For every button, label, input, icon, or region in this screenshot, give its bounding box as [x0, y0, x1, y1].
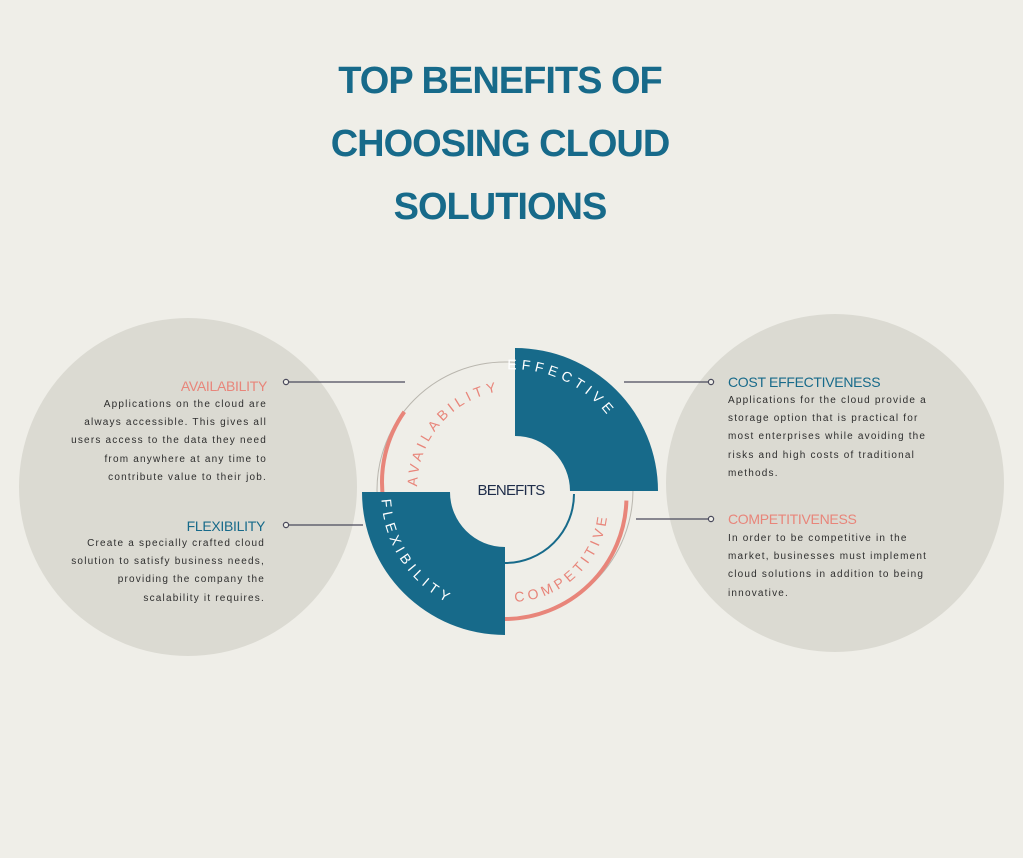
availability-heading: AVAILABILITY [180, 378, 267, 394]
availability-description: Applications on the cloud are always acc… [27, 396, 267, 487]
cost-effectiveness-line: methods. [728, 467, 779, 479]
availability-segment-label: AVAILABILITY [404, 378, 501, 487]
availability-line: contribute value to their job. [108, 471, 267, 483]
effective-segment [515, 348, 658, 491]
flexibility-heading: FLEXIBILITY [186, 518, 266, 534]
competitiveness-block: COMPETITIVENESS In order to be competiti… [728, 510, 988, 603]
availability-connector-dot [282, 378, 290, 386]
cost-effectiveness-line: Applications for the cloud provide a [728, 395, 927, 406]
competitiveness-heading: COMPETITIVENESS [728, 511, 857, 527]
flexibility-segment [362, 492, 505, 635]
cost-effectiveness-line: most enterprises while avoiding the [728, 431, 927, 443]
competitiveness-accent-arc [504, 500, 629, 621]
competitiveness-connector-dot [707, 515, 715, 523]
wheel-inner-arc [504, 493, 575, 564]
availability-line: always accessible. This gives all [84, 417, 267, 429]
flexibility-block: FLEXIBILITY Create a specially crafted c… [25, 517, 265, 608]
availability-accent-arc [380, 410, 406, 501]
availability-line: from anywhere at any time to [104, 453, 267, 465]
title-line-2: CHOOSING CLOUD [330, 123, 671, 165]
availability-line: Applications on the cloud are [103, 399, 267, 410]
competitiveness-line: In order to be competitive in the [728, 533, 908, 544]
competitiveness-description: In order to be competitive in the market… [728, 530, 988, 603]
title-line-1: TOP BENEFITS OF [338, 60, 663, 102]
flexibility-connector-dot [282, 521, 290, 529]
cost-effectiveness-description: Applications for the cloud provide a sto… [728, 392, 988, 483]
page-title: TOP BENEFITS OF CHOOSING CLOUD SOLUTIONS [0, 50, 1000, 239]
flexibility-description: Create a specially crafted cloud solutio… [25, 535, 265, 608]
flexibility-line: solution to satisfy business needs, [71, 556, 265, 568]
cost-effectiveness-heading: COST EFFECTIVENESS [728, 374, 881, 390]
competitiveness-line: cloud solutions in addition to being [728, 569, 925, 581]
competitiveness-line: innovative. [728, 587, 790, 599]
cost-effectiveness-line: storage option that is practical for [728, 413, 919, 425]
availability-line: users access to the data they need [71, 435, 267, 447]
availability-segment-label-path: AVAILABILITY [404, 378, 497, 487]
title-line-3: SOLUTIONS [393, 186, 608, 228]
right-background-circle [666, 314, 1004, 652]
flexibility-line: providing the company the [117, 574, 265, 586]
flexibility-line: scalability it requires. [143, 592, 265, 604]
availability-block: AVAILABILITY Applications on the cloud a… [27, 377, 267, 487]
cost-effectiveness-connector-dot [707, 378, 715, 386]
left-background-circle [19, 318, 357, 656]
competitiveness-line: market, businesses must implement [728, 551, 928, 563]
cost-effectiveness-block: COST EFFECTIVENESS Applications for the … [728, 373, 988, 483]
flexibility-line: Create a specially crafted cloud [87, 538, 265, 549]
cost-effectiveness-line: risks and high costs of traditional [728, 449, 916, 461]
center-benefits-label: BENEFITS [478, 482, 546, 499]
